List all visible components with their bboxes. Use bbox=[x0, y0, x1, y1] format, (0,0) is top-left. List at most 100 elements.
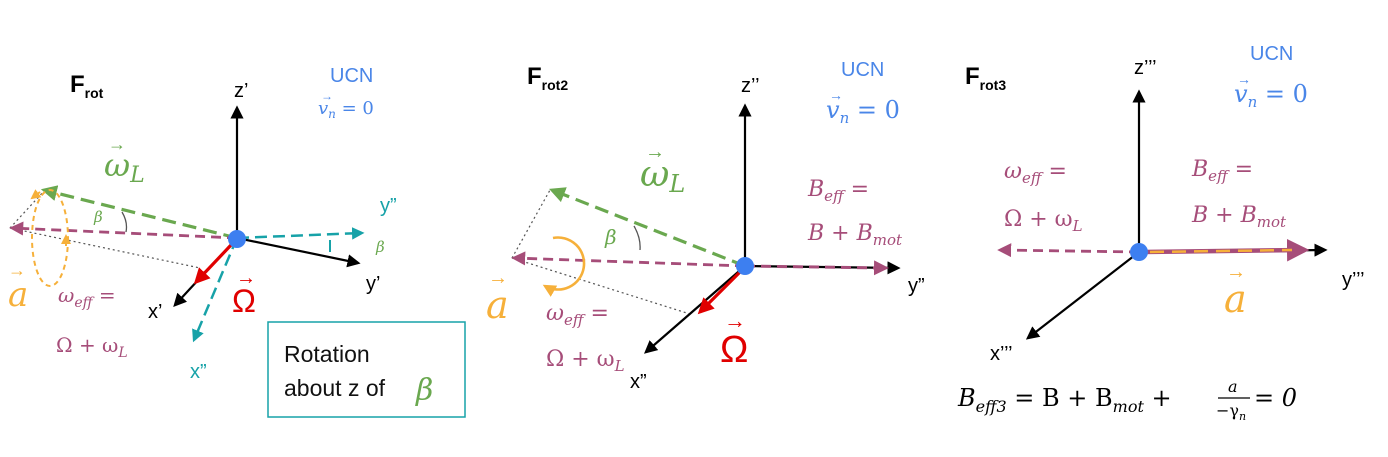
beff-line2: B + B bbox=[1191, 203, 1257, 228]
omega-l-arrow bbox=[40, 185, 238, 240]
eq-b: B bbox=[957, 384, 976, 412]
weff-sub: eff bbox=[1022, 169, 1044, 187]
omega-l-sub: L bbox=[668, 170, 685, 198]
weff-line2: Ω + ω bbox=[546, 347, 615, 372]
weff-line2-sub: L bbox=[1072, 217, 1083, 235]
svg-text:Frot2: Frot2 bbox=[527, 63, 568, 93]
y-axis-label: y’ bbox=[366, 273, 380, 295]
frame-label-main: F bbox=[527, 63, 542, 90]
a-label: a bbox=[486, 283, 509, 327]
z-axis-label: z’ bbox=[234, 80, 248, 102]
z-axis-label: z’’ bbox=[741, 75, 760, 97]
weff-line2: Ω + ω bbox=[56, 333, 118, 357]
precession-arrow-top bbox=[30, 189, 42, 200]
beff-line1: B bbox=[807, 177, 824, 202]
weff-eq: = bbox=[93, 283, 116, 307]
svg-text:−γn: −γn bbox=[1216, 401, 1246, 423]
beff-line2-sub: mot bbox=[873, 231, 903, 249]
svg-text:Ω + ωL: Ω + ωL bbox=[56, 333, 128, 361]
box-line1: Rotation bbox=[284, 341, 370, 367]
weff-line1: ω bbox=[1004, 159, 1022, 184]
panel-1: Frot UCN vn = 0 → z’ y’ x’ y” x” β ωL → bbox=[8, 65, 466, 418]
y2-axis-arrow bbox=[236, 227, 365, 240]
svg-text:ωL: ωL bbox=[104, 146, 145, 188]
svg-text:Beff =: Beff = bbox=[807, 177, 869, 205]
weff-line1: ω bbox=[546, 301, 564, 326]
svg-text:vn = 0: vn = 0 bbox=[1234, 80, 1308, 111]
svg-text:ωeff =: ωeff = bbox=[1004, 159, 1067, 187]
a-vec-icon: → bbox=[1226, 261, 1246, 283]
vn-rhs: = 0 bbox=[849, 96, 900, 124]
vn-arrow-icon: → bbox=[1237, 71, 1251, 87]
svg-text:ωeff =: ωeff = bbox=[546, 301, 609, 329]
svg-text:Ω + ωL: Ω + ωL bbox=[546, 347, 625, 375]
vn-vector: v bbox=[826, 96, 840, 124]
beta-label-2: β bbox=[375, 238, 385, 256]
weff-line2: Ω + ω bbox=[1004, 207, 1073, 232]
y-axis-label: y’’’ bbox=[1342, 269, 1365, 291]
beff-line2-sub: mot bbox=[1257, 213, 1287, 231]
box-line2: about z of bbox=[284, 375, 386, 401]
precession-arc bbox=[542, 236, 586, 297]
svg-text:B + Bmot: B + Bmot bbox=[807, 221, 903, 249]
origin-dot bbox=[228, 230, 246, 248]
x-axis-label: x’’’ bbox=[990, 343, 1013, 365]
vn-vector: v bbox=[1234, 80, 1248, 108]
dotted-guide-1 bbox=[511, 189, 551, 259]
box-beta: β bbox=[415, 373, 433, 408]
omega-l-vec-icon: → bbox=[645, 141, 665, 163]
big-omega-arrow bbox=[193, 242, 234, 285]
omega-l-symbol: ω bbox=[104, 146, 130, 184]
omega-l-vec-icon: → bbox=[108, 134, 126, 154]
svg-text:Ω + ωL: Ω + ωL bbox=[1004, 207, 1083, 235]
big-omega-arrow bbox=[697, 270, 742, 315]
x2-axis-label: x” bbox=[190, 361, 207, 383]
big-omega-label: Ω bbox=[720, 329, 748, 371]
eq-mid: = B + B bbox=[1007, 384, 1113, 412]
weff-line2-sub: L bbox=[614, 357, 625, 375]
panel-2: Frot2 UCN vn = 0 → z’’ y” x” ωL → β a → … bbox=[486, 59, 925, 393]
frame-label-main: F bbox=[70, 71, 85, 98]
origin-dot bbox=[1130, 243, 1148, 261]
omega-l-sub: L bbox=[129, 163, 145, 188]
precession-ellipse bbox=[31, 189, 69, 287]
vn-rhs: = 0 bbox=[336, 98, 374, 119]
y-axis-label: y” bbox=[908, 275, 925, 297]
x-axis-arrow bbox=[644, 265, 746, 354]
x-axis-label: x” bbox=[630, 371, 647, 393]
svg-text:Beff =: Beff = bbox=[1191, 157, 1253, 185]
beta-arc bbox=[633, 225, 641, 251]
frame-label-main: F bbox=[965, 63, 980, 90]
frame-label-sub: rot2 bbox=[542, 77, 569, 93]
svg-text:Beff3 = B + Bmot +: Beff3 = B + Bmot + bbox=[957, 384, 1172, 416]
svg-text:ωL: ωL bbox=[640, 154, 685, 198]
a-label: a bbox=[8, 275, 28, 315]
panel-3: Frot3 UCN vn = 0 → z’’’ y’’’ x’’’ ωeff =… bbox=[957, 43, 1365, 423]
svg-text:Frot: Frot bbox=[70, 71, 104, 101]
omega-eff-arrow bbox=[511, 251, 746, 268]
weff-sub: eff bbox=[74, 295, 94, 311]
vn-sub: n bbox=[328, 107, 336, 121]
frame-label-sub: rot bbox=[85, 85, 104, 101]
x2-axis-arrow bbox=[192, 237, 239, 343]
origin-dot bbox=[736, 257, 754, 275]
beff-arrow bbox=[744, 260, 889, 276]
weff-eq: = bbox=[1041, 159, 1066, 184]
vn-vector: v bbox=[318, 98, 328, 119]
beff-eq: = bbox=[844, 177, 869, 202]
svg-text:vn = 0: vn = 0 bbox=[826, 96, 900, 127]
y-axis-arrow bbox=[236, 236, 361, 268]
big-omega-label: Ω bbox=[232, 283, 256, 319]
z-axis-label: z’’’ bbox=[1134, 57, 1157, 79]
ucn-label: UCN bbox=[330, 65, 373, 87]
dotted-guide-1 bbox=[9, 189, 46, 229]
frame-label-sub: rot3 bbox=[980, 77, 1007, 93]
omega-l-symbol: ω bbox=[640, 154, 669, 195]
eq-end: = 0 bbox=[1254, 384, 1297, 412]
eq-sub: eff3 bbox=[976, 397, 1007, 416]
svg-text:vn = 0: vn = 0 bbox=[318, 98, 374, 121]
beff-line2: B + B bbox=[807, 221, 873, 246]
eq-den-sub: n bbox=[1239, 410, 1246, 423]
y2-axis-label: y” bbox=[380, 195, 397, 217]
